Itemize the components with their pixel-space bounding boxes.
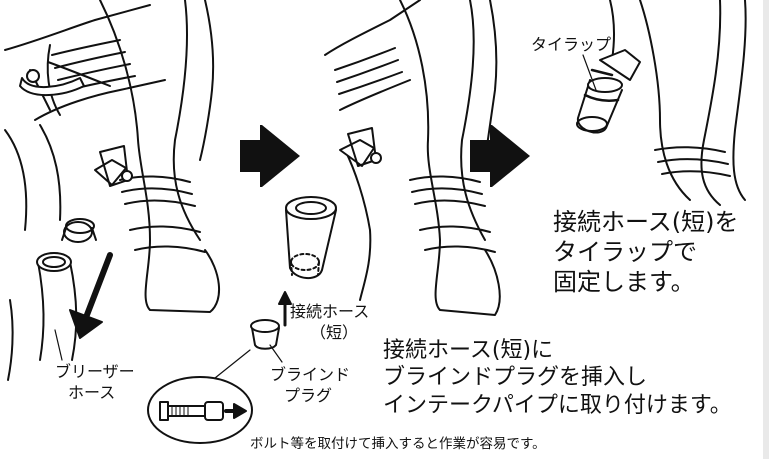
blind-plug-label-line1: ブラインド (270, 365, 351, 384)
blind-plug-label-line2: プラグ (284, 386, 333, 405)
bolt-icon (159, 401, 247, 421)
panel-3-hose-fixed (576, 0, 747, 206)
arrow-icon-step1 (240, 125, 300, 187)
panel-2-hose-installed (324, 0, 501, 316)
page-edge-divider (763, 0, 769, 459)
connecting-hose-short-label: （短） (310, 323, 359, 342)
connecting-hose-label: 接続ホース (290, 302, 370, 321)
panel-1-intake-assembly (4, 0, 337, 444)
instruction2-line1: 接続ホース(短)に (383, 338, 554, 363)
panel3-instruction-line2: タイラップで (553, 238, 697, 266)
breather-hose-label-line2: ホース (68, 383, 116, 402)
panel3-instruction-line1: 接続ホース(短)を (553, 208, 739, 236)
arrow-icon-step2 (470, 125, 530, 187)
instruction2-line2: ブラインドプラグを挿入し (383, 365, 648, 390)
tip-text: ボルト等を取付けて挿入すると作業が容易です。 (250, 436, 546, 452)
panel3-instruction-line3: 固定します。 (553, 268, 695, 296)
tie-wrap-label: タイラップ (531, 35, 612, 54)
instruction2-line3: インテークパイプに取り付けます。 (383, 393, 732, 418)
breather-hose-label-line1: ブリーザー (55, 362, 135, 381)
